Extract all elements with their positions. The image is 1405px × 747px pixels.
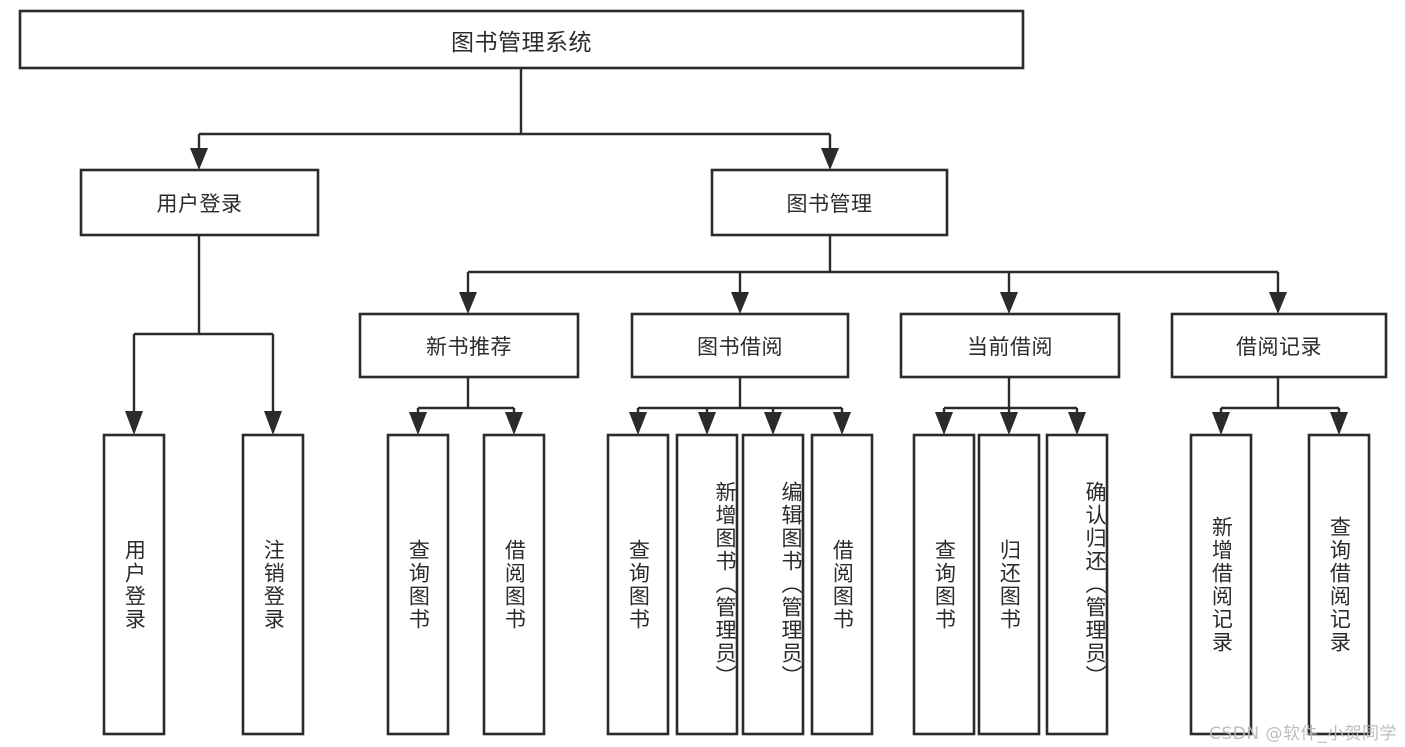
arrowhead-to-current-borrow	[1000, 292, 1018, 314]
node-box-user-login[interactable]	[79, 168, 320, 237]
connector-borrow-record-to-leaves	[1212, 377, 1348, 435]
node-box-leaf-query-book-2[interactable]	[606, 433, 670, 736]
arrowhead-to-book-borrow	[731, 292, 749, 314]
arrowhead-to-leaf-query-book-2	[629, 412, 647, 435]
arrowhead-to-leaf-query-book-3	[935, 412, 953, 435]
arrowhead-to-leaf-confirm-return	[1068, 412, 1086, 435]
node-box-leaf-return-book[interactable]	[977, 433, 1041, 736]
arrowhead-to-leaf-edit-book	[764, 412, 782, 435]
node-box-new-book-recommend[interactable]	[358, 312, 580, 379]
arrowhead-to-leaf-user-login	[125, 411, 143, 435]
node-box-leaf-query-record[interactable]	[1307, 433, 1371, 736]
node-box-leaf-edit-book[interactable]	[741, 433, 805, 736]
connector-current-borrow-to-leaves	[935, 377, 1086, 435]
arrowhead-to-book-manage	[821, 148, 839, 170]
node-box-current-borrow[interactable]	[899, 312, 1121, 379]
node-box-borrow-record[interactable]	[1170, 312, 1388, 379]
connector-root-to-level1	[190, 68, 839, 170]
arrowhead-to-new-book-recommend	[459, 292, 477, 314]
arrowhead-to-leaf-return-book	[1000, 412, 1018, 435]
node-box-leaf-query-book-1[interactable]	[386, 433, 450, 736]
node-box-leaf-query-book-3[interactable]	[912, 433, 976, 736]
arrowhead-to-user-login	[190, 148, 208, 170]
arrowhead-to-leaf-add-record	[1212, 412, 1230, 435]
node-box-leaf-borrow-book-1[interactable]	[482, 433, 546, 736]
connector-user-login-to-leaves	[125, 235, 282, 435]
arrowhead-to-leaf-query-record	[1330, 412, 1348, 435]
node-box-leaf-add-record[interactable]	[1189, 433, 1253, 736]
node-box-root[interactable]	[18, 9, 1025, 70]
node-box-leaf-confirm-return[interactable]	[1045, 433, 1109, 736]
connector-book-manage-to-level2	[459, 235, 1287, 314]
connector-book-borrow-to-leaves	[629, 377, 851, 435]
connector-new-book-to-leaves	[409, 377, 523, 435]
node-box-leaf-user-logout[interactable]	[241, 433, 305, 736]
arrowhead-to-leaf-user-logout	[264, 411, 282, 435]
node-box-leaf-add-book[interactable]	[675, 433, 739, 736]
arrowhead-to-leaf-borrow-book-2	[833, 412, 851, 435]
arrowhead-to-borrow-record	[1269, 292, 1287, 314]
arrowhead-to-leaf-add-book	[698, 412, 716, 435]
watermark-label: CSDN @软件_小贺同学	[1209, 724, 1397, 744]
node-box-leaf-borrow-book-2[interactable]	[810, 433, 874, 736]
node-box-leaf-user-login[interactable]	[102, 433, 166, 736]
node-box-book-borrow[interactable]	[630, 312, 850, 379]
arrowhead-to-leaf-borrow-book-1	[505, 412, 523, 435]
arrowhead-to-leaf-query-book-1	[409, 412, 427, 435]
node-box-book-manage[interactable]	[710, 168, 949, 237]
